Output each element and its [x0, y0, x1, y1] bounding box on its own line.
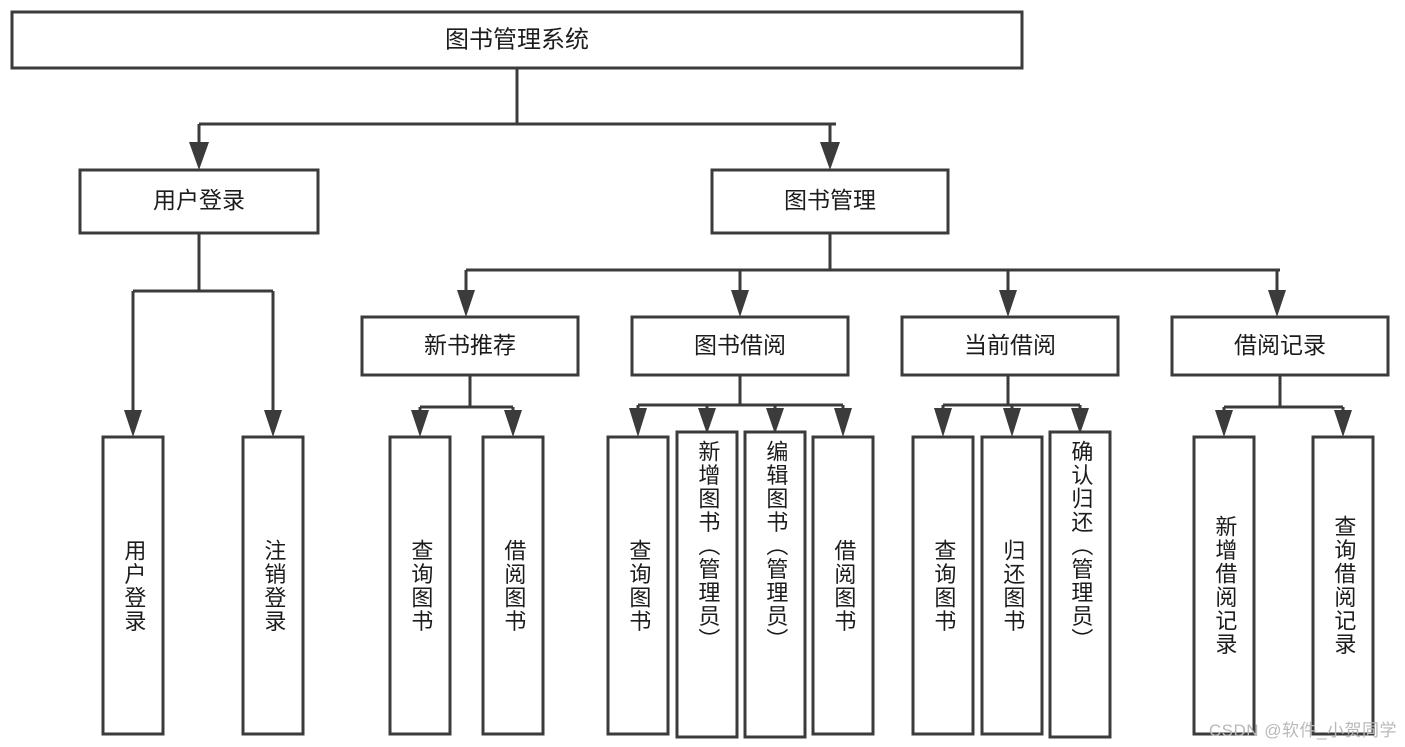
node-leaf-borrow-book-1-box[interactable] [481, 435, 545, 736]
node-root[interactable]: 图书管理系统 [10, 10, 1024, 70]
arrowhead-leaf-query-record [1334, 410, 1352, 437]
arrowhead-leaf-query-book-1 [411, 410, 429, 437]
node-book-borrow-label: 图书借阅 [694, 332, 786, 358]
node-user-login-box[interactable] [78, 168, 320, 235]
node-leaf-user-login-box[interactable] [101, 435, 165, 736]
connector-group-book-manage [457, 233, 1286, 317]
connector-group-user-login [124, 233, 282, 437]
arrowhead-leaf-logout [264, 410, 282, 437]
arrowhead-new-book-rec [457, 290, 475, 317]
connector-group-current-borrow [934, 375, 1089, 437]
node-new-book-rec-label: 新书推荐 [424, 332, 516, 358]
node-current-borrow-box[interactable] [900, 315, 1120, 377]
arrowhead-book-manage [820, 142, 840, 170]
arrowhead-leaf-user-login [124, 410, 142, 437]
node-current-borrow-label: 当前借阅 [964, 332, 1056, 358]
connector-group-borrow-record [1215, 375, 1352, 437]
connector-group-new-book-rec [411, 375, 522, 437]
node-book-manage-label: 图书管理 [784, 187, 876, 213]
arrowhead-leaf-add-book [698, 408, 716, 434]
node-root-box[interactable] [10, 10, 1024, 70]
node-book-manage-box[interactable] [710, 168, 950, 235]
node-leaf-edit-book-box[interactable] [743, 430, 807, 739]
node-borrow-record-box[interactable] [1170, 315, 1390, 377]
leaf-boxes-group [101, 430, 1375, 739]
arrowhead-leaf-borrow-book-2 [834, 408, 852, 437]
node-user-login[interactable]: 用户登录 [78, 168, 320, 235]
arrowhead-leaf-return-book [1003, 408, 1021, 437]
arrowhead-leaf-add-record [1215, 410, 1233, 437]
node-leaf-return-book-box[interactable] [980, 435, 1044, 736]
arrowhead-leaf-confirm-return [1071, 408, 1089, 434]
node-new-book-rec[interactable]: 新书推荐 [360, 315, 580, 377]
node-book-manage[interactable]: 图书管理 [710, 168, 950, 235]
node-leaf-borrow-book-2-box[interactable] [811, 435, 875, 736]
node-user-login-label: 用户登录 [153, 187, 245, 213]
node-leaf-add-book-box[interactable] [675, 430, 739, 739]
arrowhead-borrow-record [1268, 290, 1286, 317]
node-leaf-query-record-box[interactable] [1311, 435, 1375, 736]
connector-group-root [189, 68, 840, 170]
node-leaf-add-record-box[interactable] [1192, 435, 1256, 736]
node-leaf-query-book-2-box[interactable] [606, 435, 670, 736]
node-book-borrow[interactable]: 图书借阅 [630, 315, 850, 377]
node-leaf-query-book-3-box[interactable] [911, 435, 975, 736]
node-leaf-logout-box[interactable] [241, 435, 305, 736]
arrowhead-current-borrow [999, 290, 1017, 317]
node-borrow-record[interactable]: 借阅记录 [1170, 315, 1390, 377]
csdn-watermark: CSDN @软件_小贺同学 [1208, 721, 1397, 740]
node-leaf-confirm-return-box[interactable] [1048, 430, 1112, 739]
node-current-borrow[interactable]: 当前借阅 [900, 315, 1120, 377]
arrowhead-leaf-query-book-3 [934, 408, 952, 437]
node-root-label: 图书管理系统 [445, 26, 589, 53]
node-leaf-query-book-1-box[interactable] [388, 435, 452, 736]
connector-group-book-borrow [629, 375, 852, 437]
arrowhead-user-login [189, 142, 209, 170]
arrowhead-leaf-borrow-book-1 [504, 410, 522, 437]
node-new-book-rec-box[interactable] [360, 315, 580, 377]
arrowhead-leaf-edit-book [766, 408, 784, 434]
node-book-borrow-box[interactable] [630, 315, 850, 377]
arrowhead-book-borrow [731, 290, 749, 317]
arrowhead-leaf-query-book-2 [629, 408, 647, 437]
node-borrow-record-label: 借阅记录 [1234, 332, 1326, 358]
